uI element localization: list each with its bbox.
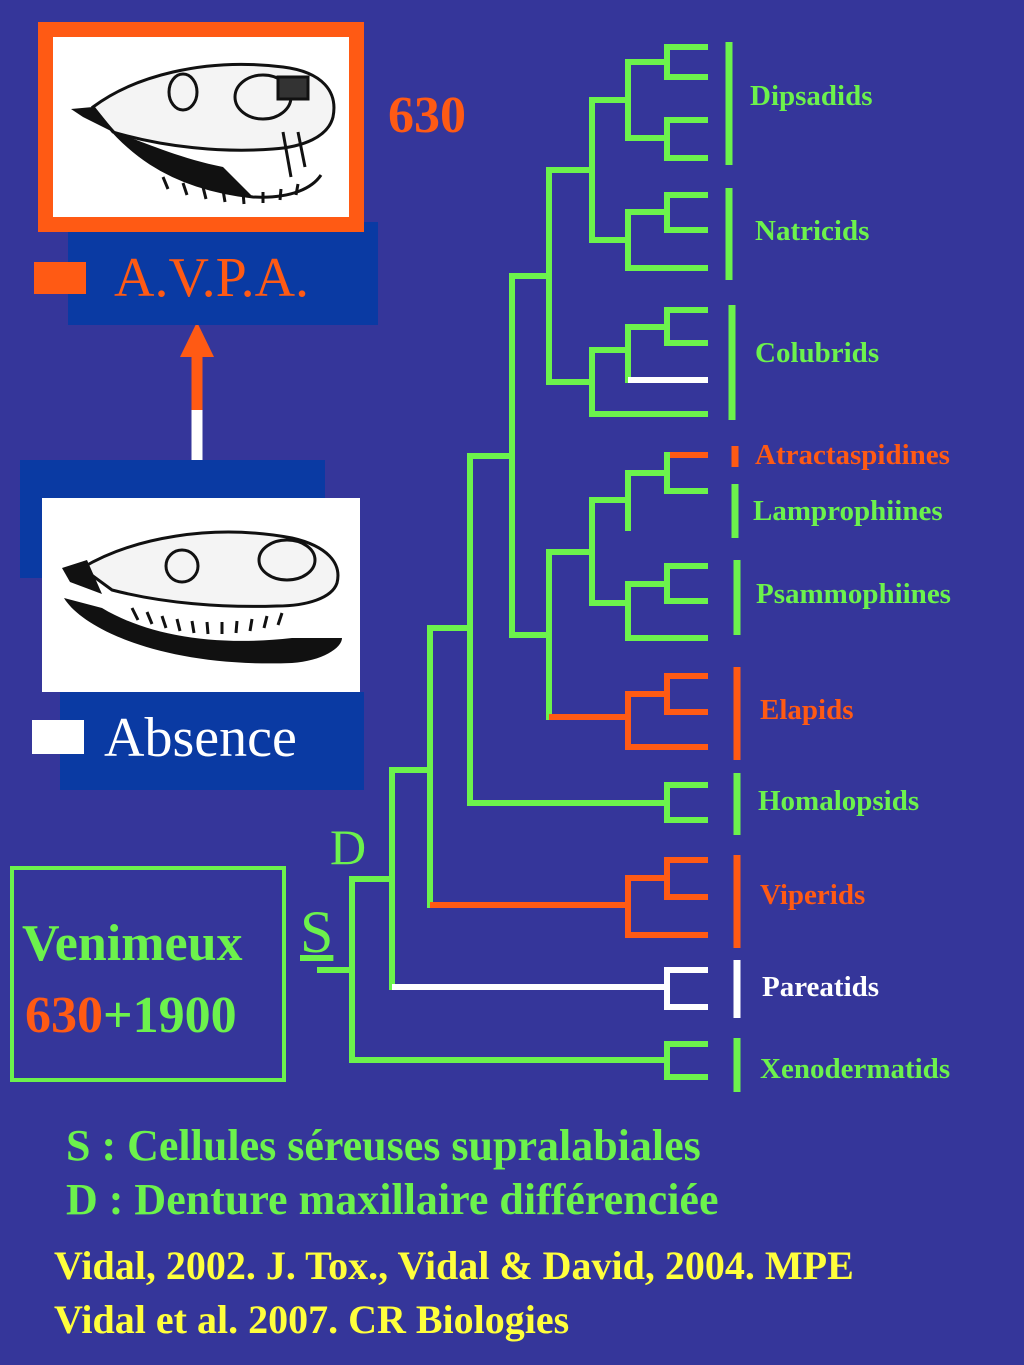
taxon-label-elapids: Elapids — [760, 694, 854, 726]
node-s-label: S — [300, 899, 334, 965]
taxon-label-colubrids: Colubrids — [755, 337, 880, 369]
taxon-label-natricids: Natricids — [755, 215, 870, 247]
branch-natricids — [625, 192, 708, 271]
venomous-title: Venimeux — [22, 915, 243, 972]
avpa-label: A.V.P.A. — [114, 247, 310, 309]
taxon-label-atractaspidines: Atractaspidines — [755, 439, 950, 471]
taxon-label-xenodermatids: Xenodermatids — [760, 1053, 951, 1085]
branch-psammophiines — [625, 563, 708, 641]
branch-elapids — [549, 673, 708, 750]
transition-arrow — [180, 322, 214, 468]
footnote-d-definition: D : Denture maxillaire différenciée — [66, 1175, 719, 1224]
venomous-box — [10, 866, 286, 1082]
avpa-count: 630 — [388, 87, 466, 144]
absence-label: Absence — [104, 707, 297, 769]
avpa-swatch — [34, 262, 86, 294]
venomous-count-other: 1900 — [132, 987, 237, 1044]
taxon-label-viperids: Viperids — [760, 879, 866, 911]
taxon-label-pareatids: Pareatids — [762, 971, 880, 1003]
branch-xenodermatids — [664, 1041, 708, 1080]
venomous-plus: + — [103, 987, 133, 1044]
taxon-label-lamprophiines: Lamprophiines — [753, 495, 943, 527]
avpa-skull-frame — [38, 22, 364, 232]
taxon-label-homalopsids: Homalopsids — [758, 785, 920, 817]
taxon-label-dipsadids: Dipsadids — [750, 80, 873, 112]
branch-lamprophiines — [589, 452, 708, 606]
node-d-label: D — [330, 819, 367, 875]
venomous-count-avpa: 630 — [25, 987, 103, 1044]
footnote-s-definition: S : Cellules séreuses supralabiales — [66, 1121, 701, 1170]
branch-pareatids — [392, 967, 708, 1010]
taxon-label-psammophiines: Psammophiines — [756, 578, 951, 610]
reference-line-1: Vidal, 2002. J. Tox., Vidal & David, 200… — [54, 1243, 854, 1288]
snake-skull-icon — [62, 530, 342, 664]
absence-panel-bg-bottom — [60, 692, 364, 790]
venomous-counts: 630+1900 — [25, 986, 237, 1045]
avpa-panel-bg — [68, 222, 378, 325]
snake-skull-icon — [71, 62, 336, 205]
branch-homalopsids — [664, 782, 708, 823]
reference-line-2: Vidal et al. 2007. CR Biologies — [54, 1297, 570, 1342]
absence-skull-frame — [42, 498, 360, 692]
absence-swatch — [32, 720, 84, 754]
branch-colubrids — [589, 307, 708, 417]
branch-viperids — [430, 857, 708, 938]
